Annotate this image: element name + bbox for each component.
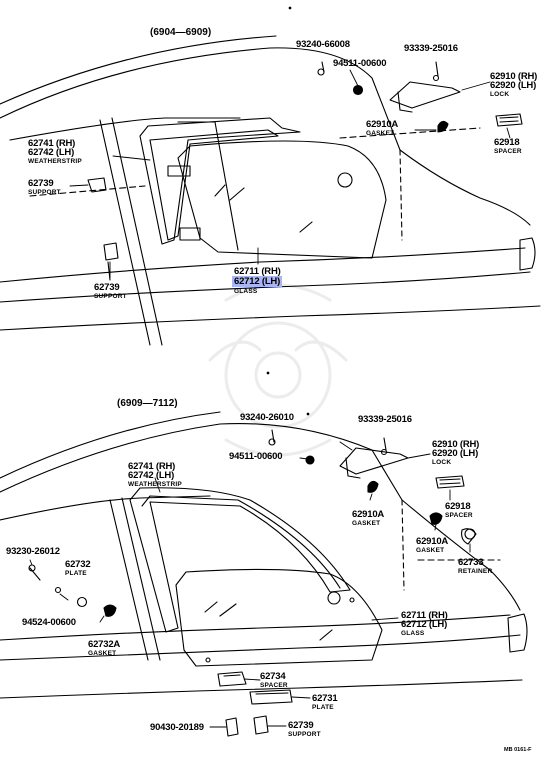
part-number: 62732A: [88, 639, 121, 650]
part-number: 62731: [312, 693, 338, 704]
part-name: SUPPORT: [288, 731, 321, 738]
glass-bottom: [175, 568, 383, 667]
part-label-lock-bottom: 62910 (RH) 62920 (LH) LOCK: [432, 440, 479, 467]
hardware-top: [317, 61, 523, 133]
car-body-bottom: [0, 411, 528, 699]
part-number: 62733: [458, 557, 484, 568]
part-label-93230-26012: 93230-26012: [6, 546, 60, 557]
part-label-spacer-62918-bottom: 62918 SPACER: [445, 502, 473, 520]
part-number: 62918: [445, 501, 471, 512]
part-name: PLATE: [312, 704, 334, 711]
part-number: 94511-00600: [333, 58, 387, 69]
part-number: 93339-25016: [358, 414, 412, 425]
part-number: 62910A: [366, 119, 399, 130]
part-name: SPACER: [260, 682, 288, 689]
part-number: 62739: [28, 178, 54, 189]
part-number: 62711 (RH): [401, 610, 448, 621]
part-name: SPACER: [445, 512, 473, 519]
part-label-retainer-62733: 62733 RETAINER: [458, 558, 492, 576]
weatherstrip-bottom: [129, 487, 351, 633]
part-number: 62910A: [416, 536, 449, 547]
part-label-gasket-62732a: 62732A GASKET: [88, 640, 120, 658]
part-name: LOCK: [490, 91, 510, 98]
part-number: 62711 (RH): [234, 266, 281, 277]
part-label-gasket-62910a-c: 62910A GASKET: [416, 537, 448, 555]
part-name: SPACER: [494, 148, 522, 155]
part-label-spacer-62734: 62734 SPACER: [260, 672, 288, 690]
leader-lines-bottom: [29, 441, 471, 728]
part-label-weatherstrip-top: 62741 (RH) 62742 (LH) WEATHERSTRIP: [28, 139, 82, 166]
part-label-lock-top: 62910 (RH) 62920 (LH) LOCK: [490, 72, 537, 99]
part-number: 90430-20189: [150, 722, 204, 733]
part-label-plate-62732: 62732 PLATE: [65, 559, 91, 578]
part-number: 62920 (LH): [490, 80, 537, 91]
part-name: GASKET: [366, 130, 395, 137]
part-label-93240-26010: 93240-26010: [240, 412, 294, 423]
part-number: 62739: [288, 720, 314, 731]
part-number: 62732: [65, 559, 91, 570]
part-number: 62910 (RH): [490, 71, 538, 82]
part-label-plate-62731: 62731 PLATE: [312, 693, 338, 712]
period-label-top: (6904—6909): [150, 27, 212, 38]
part-number: 62910 (RH): [432, 439, 480, 450]
part-name: SUPPORT: [28, 189, 61, 196]
part-label-94511-00600-b: 94511-00600: [229, 451, 283, 462]
part-name: SUPPORT: [94, 293, 127, 300]
part-number: 93230-26012: [6, 546, 60, 557]
part-number: 93240-66008: [296, 39, 350, 50]
part-label-support-62739-b: 62739 SUPPORT: [94, 283, 127, 301]
part-name: WEATHERSTRIP: [28, 158, 82, 165]
car-body-top: [0, 35, 541, 346]
part-label-94524-00600: 94524-00600: [22, 617, 76, 628]
part-label-93339-25016-b: 93339-25016: [358, 414, 412, 425]
part-number: 62739: [94, 282, 120, 293]
watermark-emblem: [208, 283, 348, 457]
part-number: 62734: [260, 671, 286, 682]
period-label-bottom: (6909—7112): [117, 398, 178, 409]
part-number: 62741 (RH): [28, 138, 76, 149]
part-label-93240-66008: 93240-66008: [296, 39, 350, 50]
part-label-90430-20189: 90430-20189: [150, 722, 204, 733]
part-number: 62910A: [352, 509, 385, 520]
part-name: LOCK: [432, 459, 452, 466]
part-number: 62742 (LH): [28, 147, 75, 158]
part-label-glass-top: 62711 (RH) 62712 (LH) GLASS: [232, 266, 283, 296]
part-number: 93339-25016: [404, 43, 458, 54]
part-name: RETAINER: [458, 568, 493, 575]
supports-top: [87, 177, 119, 281]
part-label-93339-25016: 93339-25016: [404, 43, 458, 54]
part-number: 94524-00600: [22, 617, 76, 628]
part-label-spacer-62918-top: 62918 SPACER: [494, 138, 522, 156]
part-label-support-62739-a: 62739 SUPPORT: [28, 179, 61, 197]
reference-code: MB 0161-F: [504, 747, 532, 753]
part-name: GASKET: [88, 650, 117, 657]
part-name: GASKET: [352, 520, 381, 527]
part-label-gasket-62910a-b: 62910A GASKET: [352, 510, 384, 528]
part-number: 62712 (LH): [401, 619, 448, 630]
part-number: 62918: [494, 137, 520, 148]
part-number-highlighted: 62712 (LH): [232, 276, 283, 287]
part-label-94511-00600: 94511-00600: [333, 58, 387, 69]
part-number: 62742 (LH): [128, 470, 175, 481]
hardware-bottom: [28, 429, 477, 737]
part-name: GLASS: [234, 288, 258, 295]
part-number: 62920 (LH): [432, 448, 479, 459]
part-label-weatherstrip-bottom: 62741 (RH) 62742 (LH) WEATHERSTRIP: [128, 462, 182, 489]
part-name: PLATE: [65, 570, 87, 577]
part-name: GLASS: [401, 630, 425, 637]
part-name: GASKET: [416, 547, 445, 554]
weatherstrip-top: [139, 117, 301, 245]
part-label-glass-bottom: 62711 (RH) 62712 (LH) GLASS: [401, 611, 448, 638]
part-label-support-62739-c: 62739 SUPPORT: [288, 721, 321, 739]
part-number: 62741 (RH): [128, 461, 176, 472]
part-number: 94511-00600: [229, 451, 283, 462]
part-name: WEATHERSTRIP: [128, 481, 182, 488]
part-label-gasket-62910a-top: 62910A GASKET: [366, 120, 398, 138]
part-number: 93240-26010: [240, 412, 294, 423]
leader-lines-top: [69, 69, 511, 279]
glass-top: [167, 140, 387, 259]
